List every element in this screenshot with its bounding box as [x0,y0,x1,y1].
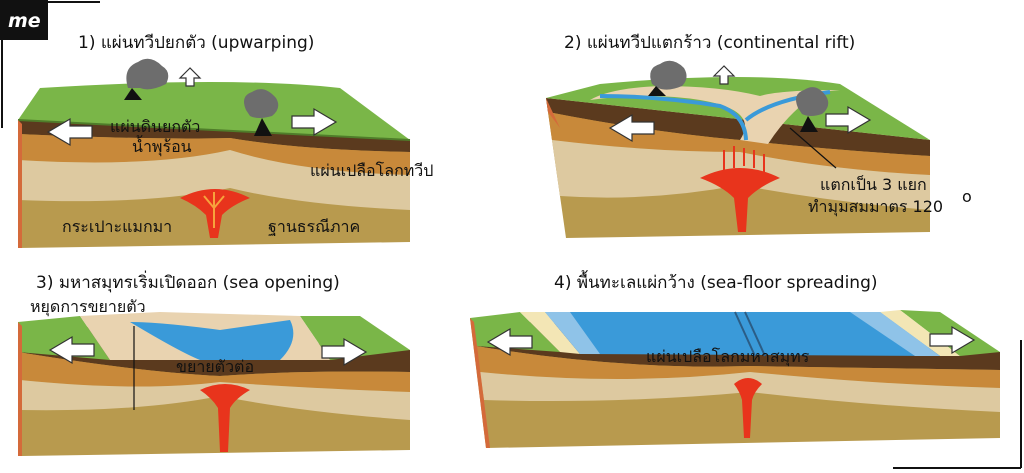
magma-chamber-2 [700,168,780,232]
label-stop-expansion: หยุดการขยายตัว [30,297,146,317]
uplift-arrow-icon [178,67,202,87]
label-degree: o [962,187,972,206]
label-hot-spring: น้ำพุร้อน [132,135,192,157]
label-oceanic-crust: แผ่นเปลือโลกมหาสมุทร [646,347,810,367]
panel-1-block [17,82,411,248]
panel-2-title: 2) แผ่นทวีปแตกร้าว (continental rift) [564,33,855,53]
label-symmetric-angle: ทำมุมสมมาตร 120 [808,197,943,217]
label-magma-chamber: กระเปาะแมกมา [62,217,172,236]
label-continue-expansion: ขยายตัวต่อ [176,357,254,376]
panel-continental-rift: 2) แผ่นทวีปแตกร้าว (continental rift) [546,33,972,238]
volcano-smoke-2a [648,60,687,96]
label-continental-crust: แผ่นเปลือโลกทวีป [310,161,433,180]
rift-pointer [789,127,837,169]
volcano-smoke-2b [796,87,829,132]
label-three-way-split: แตกเป็น 3 แยก [820,174,927,194]
label-land-uplift: แผ่นดินยกตัว [110,117,200,136]
panel-3-title: 3) มหาสมุทรเริ่มเปิดออก (sea opening) [36,270,340,293]
rift-river-1 [599,94,748,141]
logo-text: me [8,10,41,32]
label-asthenosphere: ฐานธรณีภาค [268,217,360,236]
rift-zone [590,86,840,144]
ocean-surface [545,312,940,356]
opening-sea [130,320,294,360]
panel-upwarping: 1) แผ่นทวีปยกตัว (upwarping) [17,33,433,248]
brand-logo: me [0,0,48,40]
magma-chamber-3 [200,384,250,452]
panel-4-title: 4) พื้นทะเลแผ่กว้าง (sea-floor spreading… [554,270,878,293]
mid-ocean-ridge [734,311,766,357]
magma-chamber-4 [734,378,762,438]
uplift-arrow-icon [712,65,736,85]
panel-sea-opening: 3) มหาสมุทรเริ่มเปิดออก (sea opening) หย… [18,270,410,456]
volcano-smoke-1b [244,89,279,136]
panel-4-block [470,310,1000,448]
volcano-smoke-1a [124,58,169,100]
panel-seafloor-spreading: 4) พื้นทะเลแผ่กว้าง (sea-floor spreading… [470,270,1000,448]
panel-1-title: 1) แผ่นทวีปยกตัว (upwarping) [78,33,314,53]
panel-3-block [18,312,410,456]
